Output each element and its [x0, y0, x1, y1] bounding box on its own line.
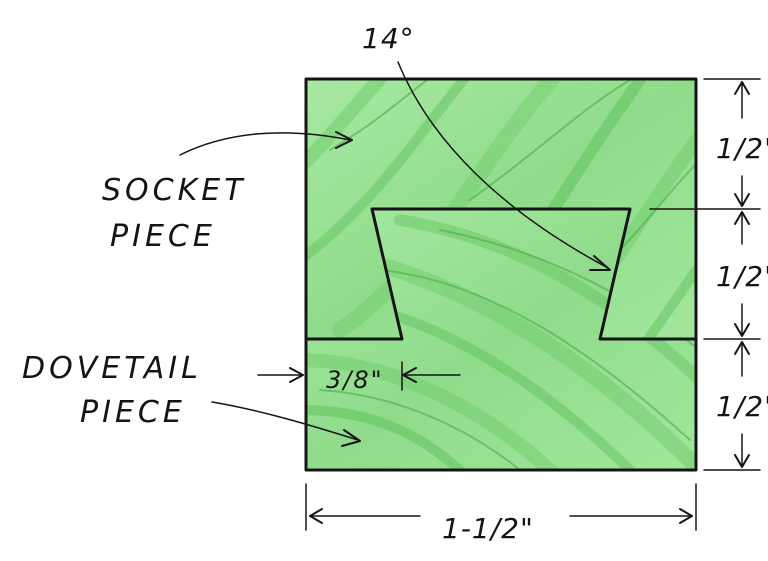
width-dimension — [305, 483, 697, 531]
overhang-dim-label: 3/8" — [326, 366, 384, 394]
socket-label-line2: PIECE — [110, 219, 216, 254]
overhang-right-arrowhead — [402, 367, 417, 383]
dovetail-label-line1: DOVETAIL — [22, 351, 202, 386]
dim-top-label: 1/2" — [716, 132, 768, 165]
angle-arrow — [397, 61, 609, 269]
dim-middle-label: 1/2" — [716, 260, 768, 293]
socket-label-line1: SOCKET — [102, 173, 247, 208]
overhang-left-arrowhead — [289, 367, 304, 383]
dim-width-label: 1-1/2" — [442, 512, 534, 545]
socket-leader — [179, 132, 351, 156]
dim-bottom-label: 1/2" — [716, 390, 768, 423]
dovetail-label-line2: PIECE — [80, 395, 186, 430]
dovetail-arrowhead — [341, 429, 361, 447]
dovetail-outline — [304, 207, 698, 341]
angle-arrowhead — [589, 255, 611, 271]
right-dimensions — [649, 78, 761, 471]
socket-arrowhead — [335, 131, 353, 149]
angle-label: 14° — [362, 22, 415, 55]
joint-outline — [304, 77, 698, 472]
dovetail-leader — [211, 401, 359, 441]
